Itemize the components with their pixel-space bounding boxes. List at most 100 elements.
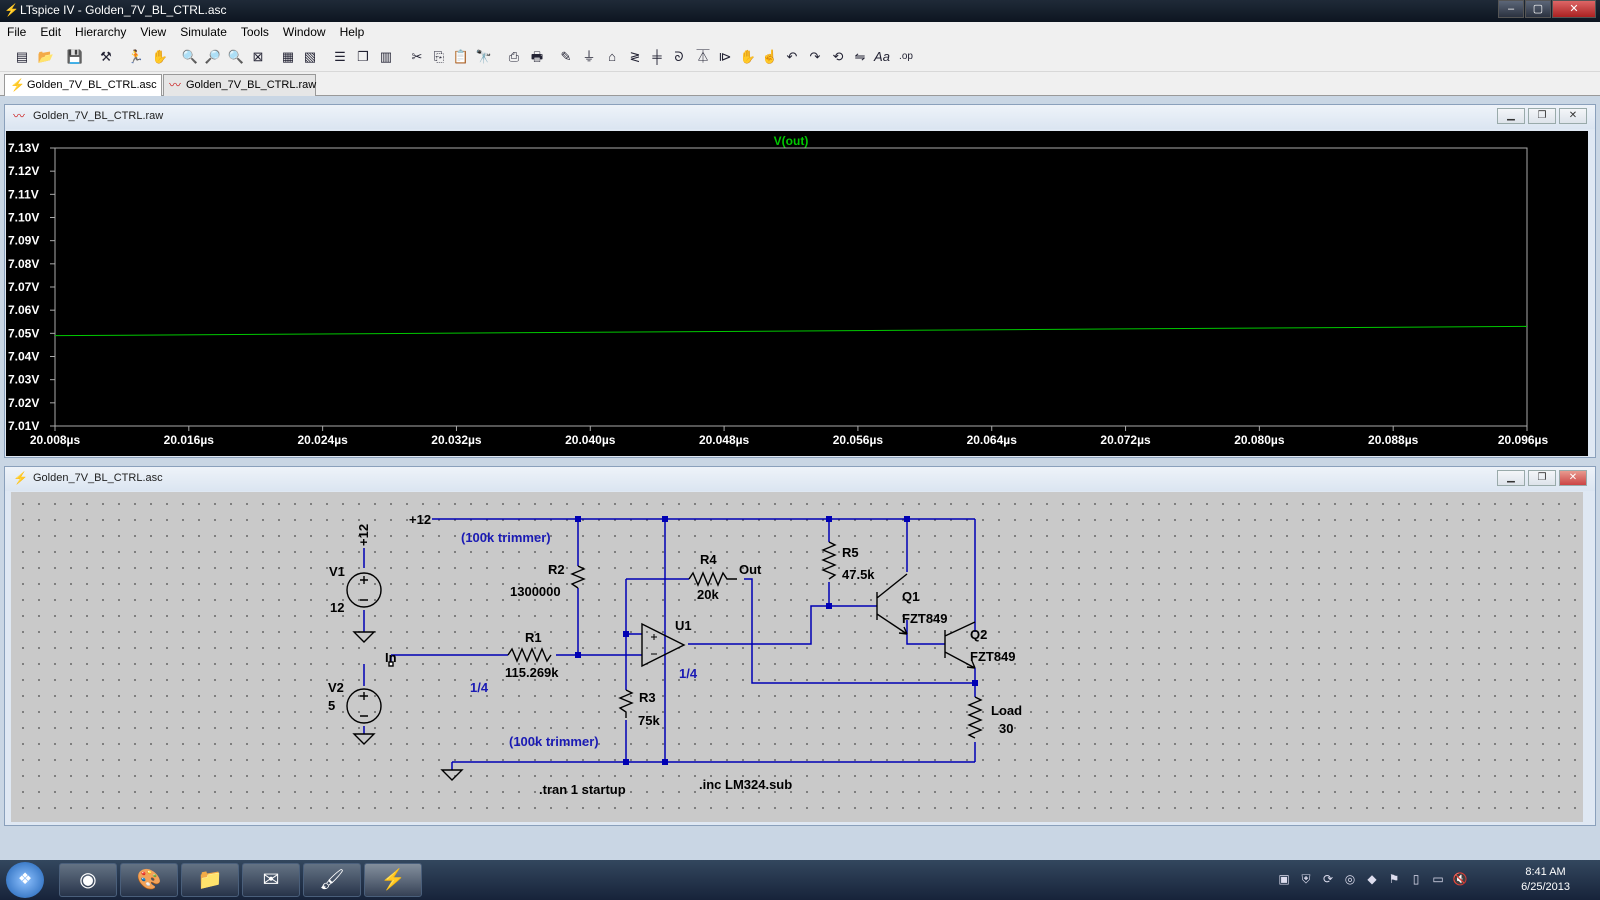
ground-v2[interactable] [352,733,376,745]
zoom-fit-icon[interactable]: ⊠ [252,49,264,64]
mirror-icon[interactable]: ⇋ [854,49,866,64]
menu-hierarchy[interactable]: Hierarchy [75,25,127,39]
network-monitor-icon[interactable]: ▣ [1278,872,1290,886]
q1-value[interactable]: FZT849 [902,611,948,626]
autorange-icon[interactable]: ▦ [281,49,295,64]
schematic-restore-button[interactable]: ❐ [1528,470,1556,486]
inc-directive[interactable]: .inc LM324.sub [699,777,792,792]
tab-waveform[interactable]: 〰 Golden_7V_BL_CTRL.raw [163,74,316,96]
menu-edit[interactable]: Edit [40,25,62,39]
v1-source[interactable] [346,572,382,608]
mspaint-taskbar-button[interactable]: 🖌 [303,863,361,897]
menu-simulate[interactable]: Simulate [180,25,227,39]
u1-opamp[interactable] [641,622,686,668]
sync-icon[interactable]: ◎ [1344,872,1356,886]
ltspice-taskbar-button[interactable]: ⚡ [364,863,422,897]
r3-value[interactable]: 75k [638,713,660,728]
control-panel-icon[interactable]: ⚒ [100,49,112,64]
trace-label[interactable]: V(out) [774,134,809,148]
waveform-minimize-button[interactable]: ▁ [1497,108,1525,124]
menu-file[interactable]: File [7,25,27,39]
tran-directive[interactable]: .tran 1 startup [539,782,626,797]
component-icon[interactable]: ⧐ [718,49,732,64]
zoom-area-icon[interactable]: 🔎 [204,49,222,64]
q1-label[interactable]: Q1 [902,589,919,604]
q2-label[interactable]: Q2 [970,627,987,642]
ground-main[interactable] [440,769,464,781]
r5-label[interactable]: R5 [842,545,859,560]
schematic-canvas[interactable]: +12 +12 R2 1300000 R1 115.269k R3 75k R4… [11,492,1583,822]
r1-label[interactable]: R1 [525,630,542,645]
spice-directive-icon[interactable]: .op [899,51,913,62]
find-icon[interactable]: 🔭 [475,49,493,64]
paste-icon[interactable]: 📋 [452,49,470,64]
label-net-icon[interactable]: ⌂ [608,49,616,64]
office-icon[interactable]: ◆ [1367,872,1377,886]
r4-resistor[interactable] [688,571,737,587]
v2-label[interactable]: V2 [328,680,344,695]
fraction-comment-1[interactable]: 1/4 [470,680,489,695]
q2-transistor[interactable] [944,621,976,669]
pan-icon[interactable]: ✋ [151,49,169,64]
r3-resistor[interactable] [618,689,634,718]
flag-icon[interactable]: ⚑ [1388,872,1400,886]
series-line-vout[interactable] [54,325,1528,337]
chrome-taskbar-button[interactable]: ◉ [59,863,117,897]
v1-value[interactable]: 12 [330,600,344,615]
r4-value[interactable]: 20k [697,587,719,602]
waveform-close-button[interactable]: ✕ [1559,108,1587,124]
schematic-close-button[interactable]: ✕ [1559,470,1587,486]
resistor-icon[interactable]: ≷ [629,49,641,64]
open-icon[interactable]: 📂 [37,49,55,64]
trimmer-comment-1[interactable]: (100k trimmer) [461,530,551,545]
paint-taskbar-button[interactable]: 🎨 [120,863,178,897]
tile-horizontal-icon[interactable]: ☰ [334,49,346,64]
r5-value[interactable]: 47.5k [842,567,875,582]
out-net-label[interactable]: Out [739,562,762,577]
menu-view[interactable]: View [140,25,167,39]
load-resistor[interactable] [967,696,983,739]
wire-icon[interactable]: ✎ [560,49,572,64]
schematic-minimize-button[interactable]: ▁ [1497,470,1525,486]
rotate-icon[interactable]: ⟲ [832,49,844,64]
r3-label[interactable]: R3 [639,690,656,705]
device-icon[interactable]: ▯ [1412,872,1420,886]
r4-label[interactable]: R4 [700,552,717,567]
new-schematic-icon[interactable]: ▤ [15,49,29,64]
outlook-taskbar-button[interactable]: ✉ [242,863,300,897]
ground-icon[interactable]: ⏚ [582,49,596,64]
capacitor-icon[interactable]: ╪ [652,49,662,64]
fft-icon[interactable]: ▧ [303,49,317,64]
maximize-button[interactable]: ▢ [1525,0,1551,18]
tile-vertical-icon[interactable]: ▥ [379,49,393,64]
r2-resistor[interactable] [570,565,586,589]
load-label[interactable]: Load [991,703,1022,718]
r2-value[interactable]: 1300000 [510,584,561,599]
q2-value[interactable]: FZT849 [970,649,1016,664]
save-icon[interactable]: 💾 [66,49,84,64]
system-clock[interactable]: 8:41 AM 6/25/2013 [1521,865,1570,895]
u1-label[interactable]: U1 [675,618,692,633]
waveform-restore-button[interactable]: ❐ [1528,108,1556,124]
undo-icon[interactable]: ↶ [786,49,798,64]
zoom-out-icon[interactable]: 🔍 [227,49,245,64]
q1-transistor[interactable] [876,573,908,635]
tab-schematic[interactable]: ⚡ Golden_7V_BL_CTRL.asc [4,74,162,96]
trimmer-comment-2[interactable]: (100k trimmer) [509,734,599,749]
redo-icon[interactable]: ↷ [809,49,821,64]
shield-icon[interactable]: ⛨ [1301,872,1311,886]
net-12-vertical-label[interactable]: +12 [356,524,371,546]
r2-label[interactable]: R2 [548,562,565,577]
text-icon[interactable]: Aa [874,49,890,64]
start-button[interactable]: ❖ [6,862,44,898]
r5-resistor[interactable] [821,541,837,580]
update-icon[interactable]: ⟳ [1322,872,1334,886]
r1-value[interactable]: 115.269k [505,665,559,680]
menu-help[interactable]: Help [339,25,365,39]
load-value[interactable]: 30 [999,721,1013,736]
print-preview-icon[interactable]: ⎙ [508,49,520,64]
menu-tools[interactable]: Tools [240,25,269,39]
cut-icon[interactable]: ✂ [411,49,423,64]
move-icon[interactable]: ✋ [739,49,757,64]
